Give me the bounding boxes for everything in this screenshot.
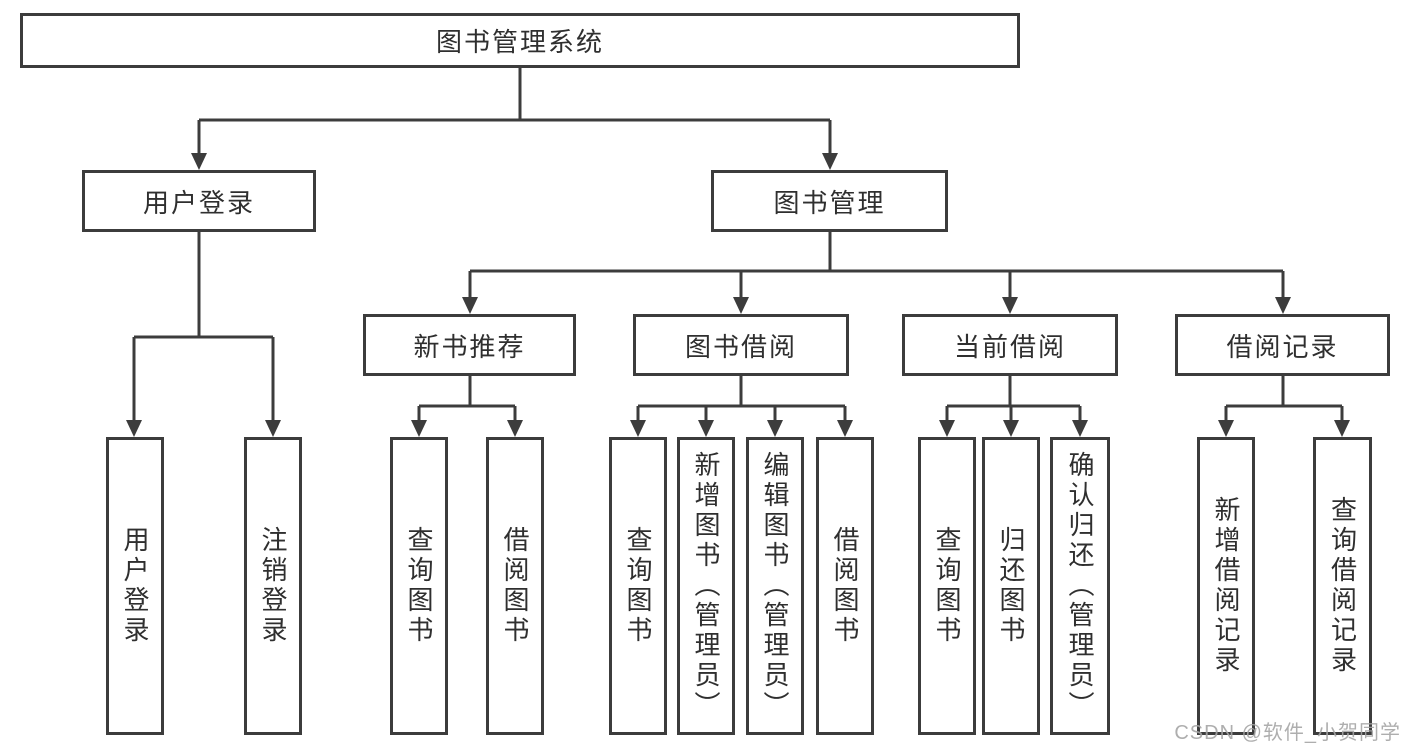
- node-label: 编辑图书（管理员）: [760, 451, 790, 721]
- node-label: 查询借阅记录: [1327, 496, 1358, 676]
- node-new-book-recommend: 新书推荐: [363, 314, 576, 376]
- leaf-borrow-books-borrowing: 借阅图书: [816, 437, 874, 735]
- leaf-query-borrow-record: 查询借阅记录: [1313, 437, 1372, 735]
- node-borrowing-records: 借阅记录: [1175, 314, 1390, 376]
- node-label: 用户登录: [142, 187, 255, 218]
- node-label: 图书管理: [773, 187, 886, 218]
- leaf-add-books-admin: 新增图书（管理员）: [677, 437, 735, 735]
- node-label: 图书借阅: [684, 331, 797, 362]
- node-label: 查询图书: [623, 526, 653, 646]
- leaf-query-books-current: 查询图书: [918, 437, 976, 735]
- leaf-return-books: 归还图书: [982, 437, 1040, 735]
- leaf-query-books-borrowing: 查询图书: [609, 437, 667, 735]
- node-label: 归还图书: [996, 526, 1026, 646]
- node-label: 借阅记录: [1226, 331, 1339, 362]
- node-label: 注销登录: [258, 526, 288, 646]
- leaf-logout: 注销登录: [244, 437, 302, 735]
- node-label: 查询图书: [932, 526, 962, 646]
- node-label: 新增借阅记录: [1211, 496, 1241, 676]
- node-label: 新增图书（管理员）: [691, 451, 721, 721]
- node-label: 当前借阅: [953, 331, 1066, 362]
- leaf-confirm-return-admin: 确认归还（管理员）: [1050, 437, 1110, 735]
- node-label: 查询图书: [404, 526, 434, 646]
- node-current-borrowing: 当前借阅: [902, 314, 1118, 376]
- leaf-add-borrow-record: 新增借阅记录: [1197, 437, 1255, 735]
- leaf-user-login: 用户登录: [106, 437, 164, 735]
- node-label: 新书推荐: [413, 331, 526, 362]
- node-book-management-group: 图书管理: [711, 170, 948, 232]
- node-library-management-system: 图书管理系统: [20, 13, 1020, 68]
- node-label: 确认归还（管理员）: [1065, 451, 1095, 721]
- leaf-query-books-recommend: 查询图书: [390, 437, 448, 735]
- node-user-login-group: 用户登录: [82, 170, 316, 232]
- node-label: 借阅图书: [830, 526, 860, 646]
- node-book-borrowing: 图书借阅: [633, 314, 849, 376]
- leaf-borrow-books-recommend: 借阅图书: [486, 437, 544, 735]
- csdn-watermark: CSDN @软件_小贺同学: [1174, 722, 1401, 744]
- node-label: 图书管理系统: [435, 27, 604, 57]
- node-label: 用户登录: [120, 526, 150, 646]
- leaf-edit-books-admin: 编辑图书（管理员）: [746, 437, 804, 735]
- node-label: 借阅图书: [500, 526, 530, 646]
